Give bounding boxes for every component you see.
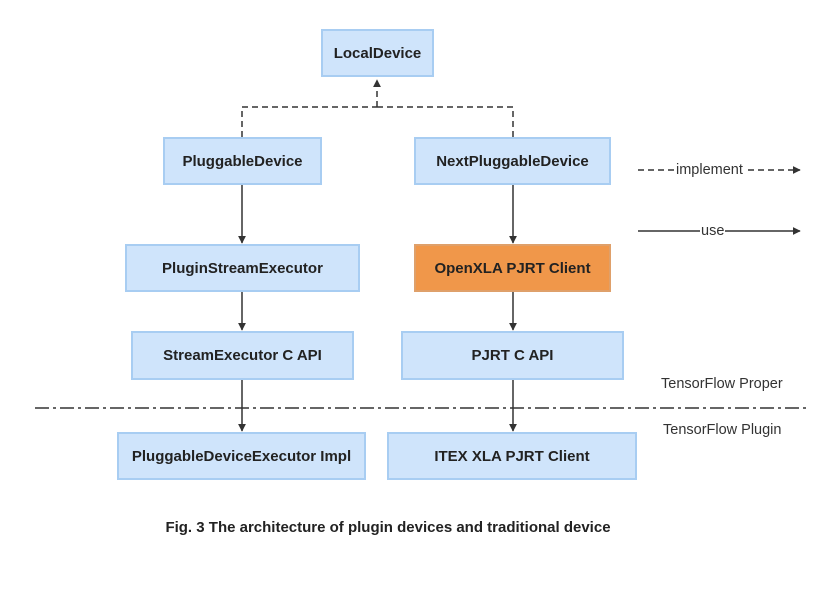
implement-edge-next-pluggable [377, 106, 514, 137]
openxla-pjrt-client-node: OpenXLA PJRT Client [414, 244, 611, 292]
tensorflow-plugin-label: TensorFlow Plugin [663, 422, 782, 438]
itex-xla-pjrt-client-node: ITEX XLA PJRT Client [387, 432, 637, 480]
pluggable-device-executor-impl-node: PluggableDeviceExecutor Impl [117, 432, 366, 480]
implement-edge-pluggable [241, 106, 377, 137]
tensorflow-proper-label: TensorFlow Proper [661, 376, 783, 392]
pjrt-c-api-node: PJRT C API [401, 331, 624, 380]
figure-caption: Fig. 3 The architecture of plugin device… [165, 519, 611, 536]
local-device-node: LocalDevice [321, 29, 434, 77]
legend-use-label: use [700, 223, 726, 239]
stream-executor-c-api-node: StreamExecutor C API [131, 331, 354, 380]
plugin-stream-executor-node: PluginStreamExecutor [125, 244, 360, 292]
legend-implement-label: implement [675, 162, 744, 178]
next-pluggable-device-node: NextPluggableDevice [414, 137, 611, 185]
pluggable-device-node: PluggableDevice [163, 137, 322, 185]
